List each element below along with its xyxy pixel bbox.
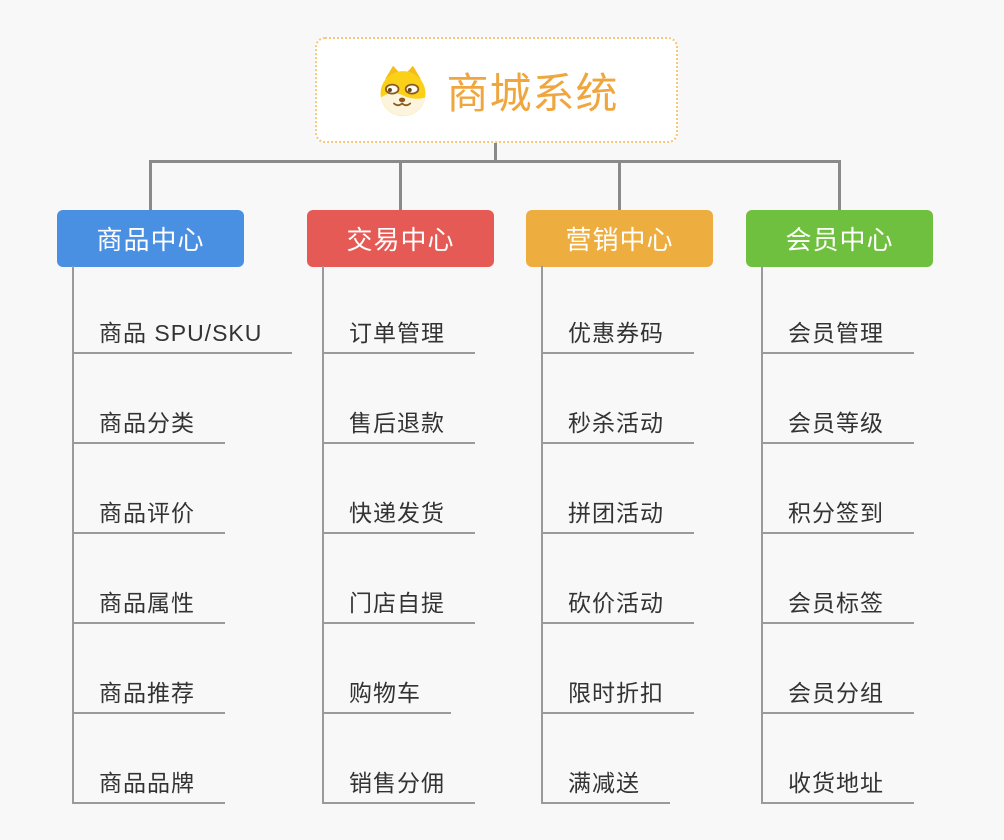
leaf-topic[interactable]: 销售分佣 — [322, 762, 475, 804]
connector-branch-spine — [541, 266, 543, 804]
branch-marketing-center[interactable]: 营销中心 — [526, 210, 713, 267]
leaf-topic[interactable]: 拼团活动 — [541, 492, 694, 534]
connector-root-stem — [494, 143, 497, 162]
leaf-topic[interactable]: 售后退款 — [322, 402, 475, 444]
leaf-topic[interactable]: 商品评价 — [72, 492, 225, 534]
leaf-topic[interactable]: 会员标签 — [761, 582, 914, 624]
connector-branch-spine — [322, 266, 324, 804]
connector-drop — [618, 162, 621, 211]
connector-branch-spine — [72, 266, 74, 804]
leaf-topic[interactable]: 砍价活动 — [541, 582, 694, 624]
connector-drop — [149, 162, 152, 211]
branch-product-center[interactable]: 商品中心 — [57, 210, 244, 267]
leaf-topic[interactable]: 满减送 — [541, 762, 670, 804]
leaf-topic[interactable]: 收货地址 — [761, 762, 914, 804]
connector-drop — [399, 162, 402, 211]
leaf-topic[interactable]: 秒杀活动 — [541, 402, 694, 444]
leaf-topic[interactable]: 商品属性 — [72, 582, 225, 624]
leaf-topic[interactable]: 积分签到 — [761, 492, 914, 534]
leaf-topic[interactable]: 限时折扣 — [541, 672, 694, 714]
leaf-topic[interactable]: 商品品牌 — [72, 762, 225, 804]
leaf-topic[interactable]: 会员分组 — [761, 672, 914, 714]
connector-horizontal-bar — [149, 160, 841, 163]
leaf-topic[interactable]: 会员等级 — [761, 402, 914, 444]
leaf-topic[interactable]: 订单管理 — [322, 312, 475, 354]
branch-member-center[interactable]: 会员中心 — [746, 210, 933, 267]
root-topic[interactable]: 商城系统 — [315, 37, 678, 143]
leaf-topic[interactable]: 商品 SPU/SKU — [72, 312, 293, 354]
leaf-topic[interactable]: 优惠券码 — [541, 312, 694, 354]
root-topic-label: 商城系统 — [446, 69, 619, 117]
doge-icon — [374, 63, 432, 117]
leaf-topic[interactable]: 快递发货 — [322, 492, 475, 534]
leaf-topic[interactable]: 门店自提 — [322, 582, 475, 624]
leaf-topic[interactable]: 商品分类 — [72, 402, 225, 444]
leaf-topic[interactable]: 商品推荐 — [72, 672, 225, 714]
connector-branch-spine — [761, 266, 763, 804]
leaf-topic[interactable]: 会员管理 — [761, 312, 914, 354]
connector-drop — [838, 162, 841, 211]
branch-trade-center[interactable]: 交易中心 — [307, 210, 494, 267]
leaf-topic[interactable]: 购物车 — [322, 672, 451, 714]
